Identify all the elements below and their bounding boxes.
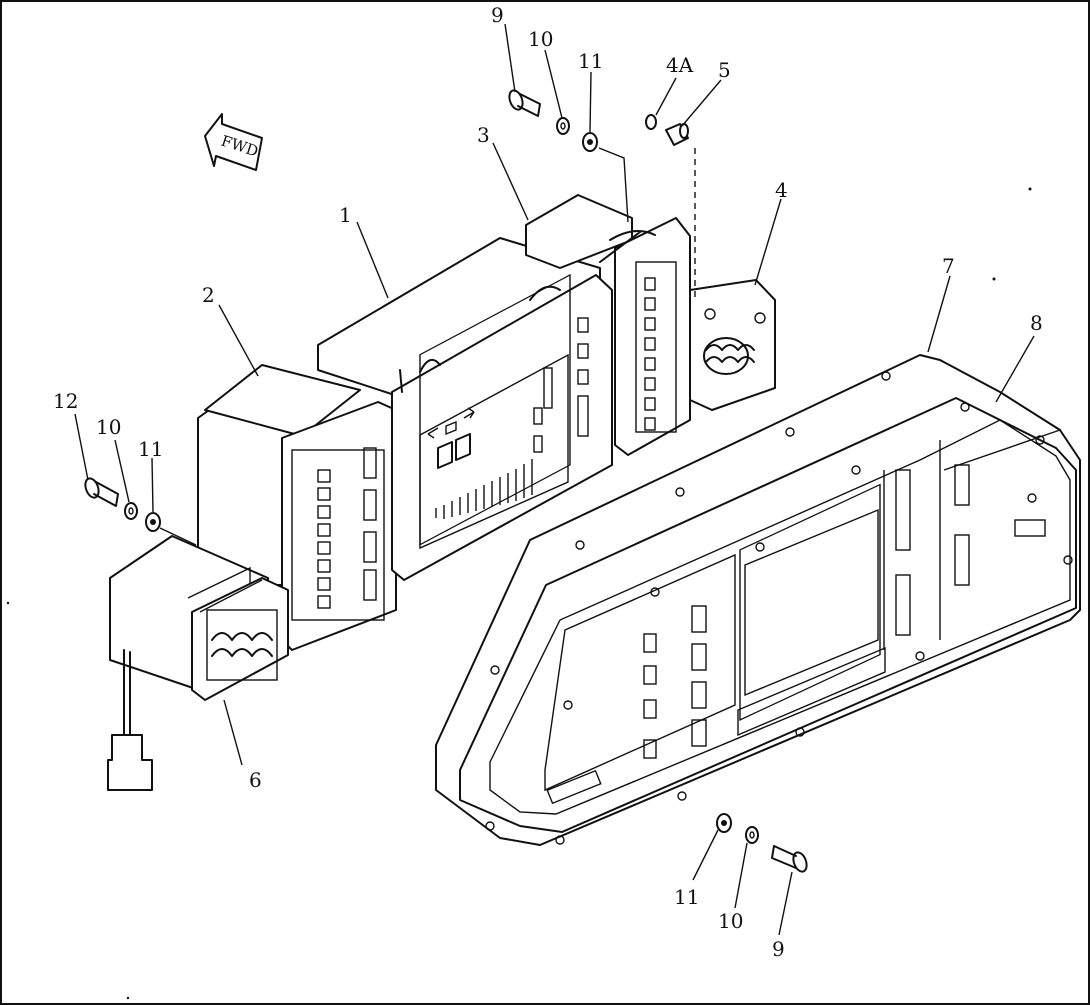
- callout-5: 5: [718, 58, 731, 82]
- callout-2: 2: [202, 283, 215, 307]
- central-display-module: [317, 237, 613, 581]
- scan-specks: [6, 187, 1032, 1000]
- callout-12: 12: [53, 389, 78, 413]
- bulb-4a-icon: [645, 114, 657, 130]
- front-cover-panel: [435, 354, 1081, 846]
- callout-9-top: 9: [491, 3, 504, 27]
- washer-11-bottom-icon: [716, 813, 732, 833]
- bolt-9-bottom-icon: [771, 845, 808, 873]
- callout-10-left: 10: [96, 415, 121, 439]
- right-module-indicators: [644, 277, 656, 431]
- callout-11-top: 11: [578, 49, 603, 73]
- callout-11-bottom: 11: [674, 885, 699, 909]
- bolt-9-top-icon: [508, 89, 541, 117]
- callout-8: 8: [1030, 311, 1043, 335]
- left-connector-box: [107, 535, 289, 791]
- left-gauge-module: [197, 364, 397, 651]
- callout-labels: 1 2 3 4 4A 5 6 7 8 9 9 10 10 10 11 11 11…: [53, 3, 1043, 961]
- washer-10-bottom-icon: [745, 826, 759, 844]
- right-connector-block: [689, 148, 776, 411]
- washer-10-left-icon: [124, 502, 138, 520]
- bolt-12-icon: [84, 477, 119, 507]
- washer-10-top-icon: [556, 117, 570, 135]
- cover-switch-windows: [546, 464, 1046, 805]
- left-module-indicators: [317, 447, 377, 609]
- socket-5-icon: [665, 123, 689, 146]
- central-bar-graph: [435, 459, 533, 519]
- cover-mounting-holes: [485, 371, 1073, 845]
- callout-9-bottom: 9: [772, 937, 785, 961]
- callout-4a: 4A: [666, 53, 694, 77]
- washer-11-left-icon: [145, 512, 161, 532]
- central-digit-display: [427, 407, 475, 469]
- callout-1: 1: [339, 203, 352, 227]
- callout-7: 7: [942, 254, 955, 278]
- callout-3: 3: [477, 123, 490, 147]
- callout-6: 6: [249, 768, 262, 792]
- callout-10-bottom: 10: [718, 909, 743, 933]
- callout-4: 4: [775, 178, 788, 202]
- fasteners: [84, 89, 808, 873]
- washer-11-top-icon: [582, 132, 598, 152]
- callout-11-left: 11: [138, 437, 163, 461]
- fwd-arrow-icon: FWD: [204, 113, 263, 171]
- leader-lines: [74, 23, 1035, 936]
- callout-10-top: 10: [528, 27, 553, 51]
- right-gauge-module: [525, 194, 691, 456]
